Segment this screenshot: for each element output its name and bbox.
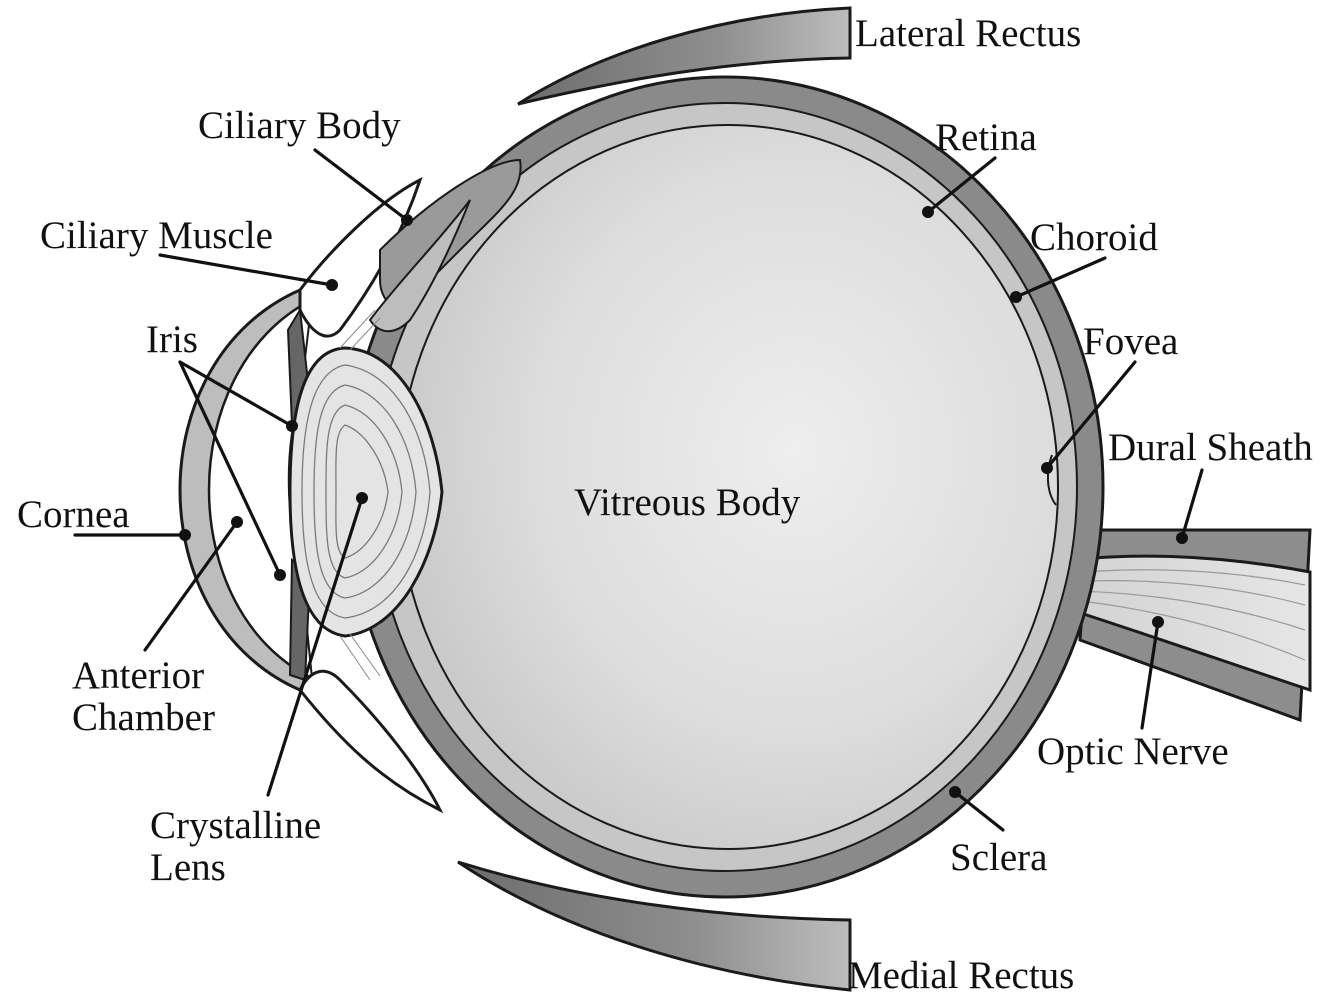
dot-crystalline-lens xyxy=(356,492,368,504)
label-dural-sheath: Dural Sheath xyxy=(1108,426,1313,469)
label-crystalline-lens-1: Crystalline xyxy=(150,804,321,847)
dot-iris-bottom xyxy=(274,569,286,581)
leader-ciliary-body xyxy=(315,150,407,220)
label-medial-rectus: Medial Rectus xyxy=(848,954,1074,997)
leader-dural-sheath xyxy=(1182,470,1202,538)
label-choroid: Choroid xyxy=(1030,216,1158,259)
dot-optic-nerve xyxy=(1152,616,1164,628)
label-retina: Retina xyxy=(935,116,1037,159)
label-anterior-chamber-1: Anterior xyxy=(72,654,204,697)
dot-ciliary-body xyxy=(401,214,413,226)
label-fovea: Fovea xyxy=(1083,320,1178,363)
leader-sclera xyxy=(955,792,1003,830)
label-crystalline-lens-2: Lens xyxy=(150,846,226,889)
label-sclera: Sclera xyxy=(950,836,1047,879)
dot-retina xyxy=(922,206,934,218)
label-lateral-rectus: Lateral Rectus xyxy=(855,12,1081,55)
label-ciliary-muscle: Ciliary Muscle xyxy=(40,214,273,257)
label-cornea: Cornea xyxy=(17,493,130,536)
dot-ciliary-muscle xyxy=(326,279,338,291)
label-optic-nerve: Optic Nerve xyxy=(1037,730,1229,773)
leader-ciliary-muscle xyxy=(160,255,332,285)
dot-choroid xyxy=(1010,291,1022,303)
dot-anterior-chamber xyxy=(231,516,243,528)
label-anterior-chamber-2: Chamber xyxy=(72,696,215,739)
label-ciliary-body: Ciliary Body xyxy=(198,104,401,147)
dot-cornea xyxy=(179,529,191,541)
dot-sclera xyxy=(949,786,961,798)
dot-fovea xyxy=(1041,462,1053,474)
label-vitreous-body: Vitreous Body xyxy=(574,481,801,524)
label-iris: Iris xyxy=(146,318,198,361)
dot-iris-top xyxy=(286,420,298,432)
dot-dural-sheath xyxy=(1176,532,1188,544)
